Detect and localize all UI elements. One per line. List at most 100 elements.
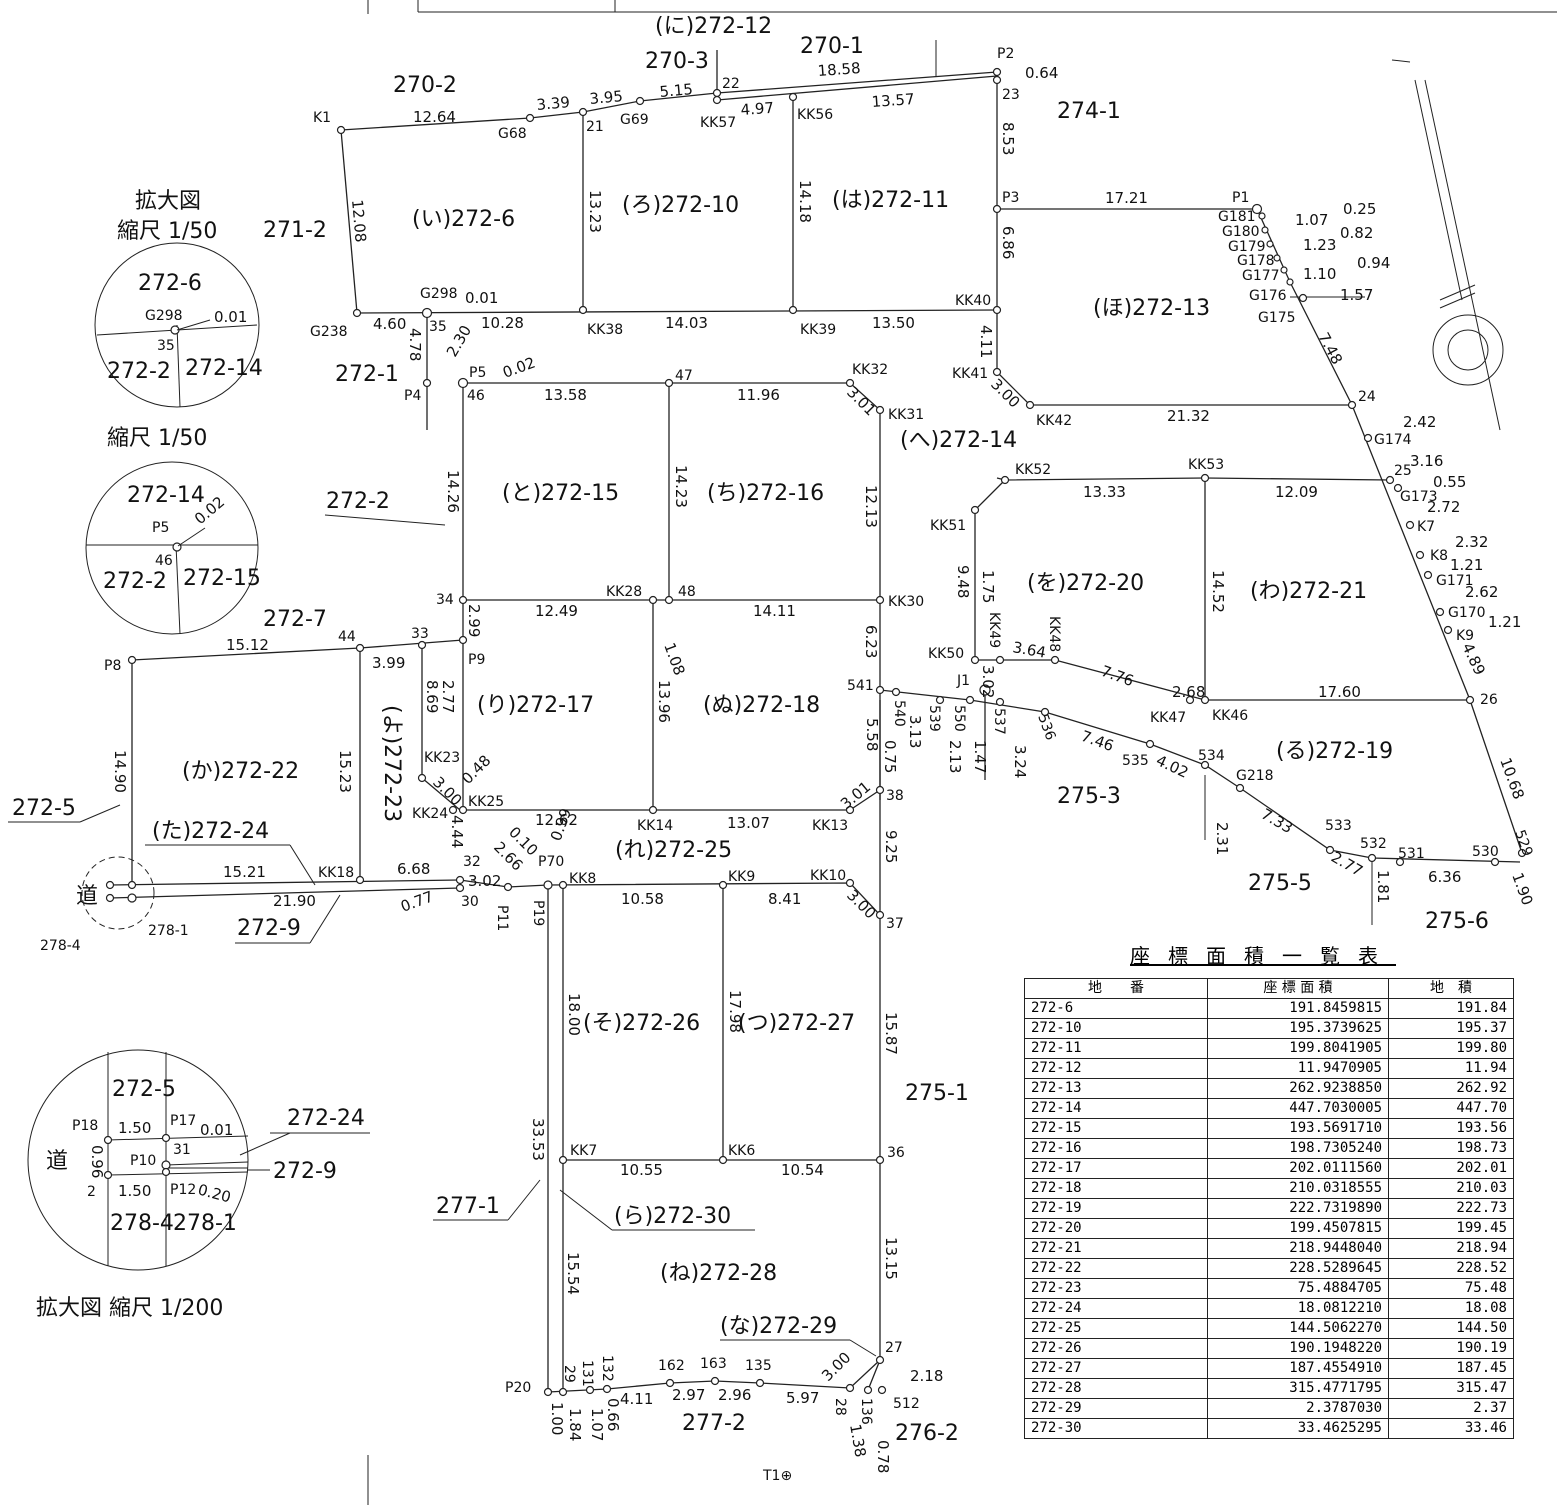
table-cell: 190.1948220: [1207, 1338, 1389, 1359]
point-label: 33: [411, 626, 429, 642]
point-label: KK48: [1046, 616, 1062, 652]
dim-label: 15.54: [564, 1252, 582, 1295]
table-cell: 272-21: [1024, 1238, 1208, 1259]
point-label: G178: [1237, 253, 1275, 269]
dim-label: 8.53: [999, 122, 1017, 155]
table-cell: 199.8041905: [1207, 1038, 1389, 1059]
neighbor-label: 275-3: [1057, 784, 1121, 809]
point-label: KK9: [728, 869, 755, 885]
point-label: KK28: [606, 584, 642, 600]
dim-label: 13.50: [872, 314, 915, 332]
table-cell: 191.84: [1388, 998, 1514, 1019]
table-cell: 199.80: [1388, 1038, 1514, 1059]
dim-label: 7.46: [1079, 727, 1117, 755]
point-label: G170: [1448, 605, 1486, 621]
parcel-label: (に)272-12: [655, 14, 772, 39]
point-label: 536: [1034, 712, 1058, 743]
point-label: P20: [505, 1380, 531, 1396]
point-label: KK8: [569, 871, 596, 887]
table-cell: 228.52: [1388, 1258, 1514, 1279]
dim-label: 13.96: [655, 680, 673, 723]
point-label: P2: [997, 46, 1014, 62]
inset-label: 272-6: [138, 271, 202, 296]
dim-label: 4.11: [977, 325, 995, 358]
point-label: P3: [1002, 190, 1019, 206]
neighbor-label: 278-1: [148, 923, 189, 939]
dim-label: 2.72: [1427, 498, 1460, 516]
dim-label: 14.90: [111, 750, 129, 793]
dim-label: 1.07: [1295, 211, 1328, 229]
dim-label: 3.99: [372, 654, 405, 672]
inset-label: P5: [152, 520, 169, 536]
dim-label: 0.77: [398, 887, 436, 915]
dim-label: 12.13: [862, 485, 880, 528]
point-label: 136: [858, 1398, 874, 1425]
inset-label: 272-9: [273, 1159, 337, 1184]
dim-label: 14.18: [796, 180, 814, 223]
dim-label: 10.54: [781, 1161, 824, 1179]
inset-detail-3: 272-5 P18 1.50 P17 0.01 31 0.96 P10 道 2 …: [27, 1049, 370, 1321]
dim-label: 13.33: [1083, 483, 1126, 501]
dim-label: 0.55: [1433, 473, 1466, 491]
neighbor-label: 272-9: [237, 916, 301, 941]
dim-label: 0.78: [874, 1440, 892, 1473]
point-label: KK30: [888, 594, 924, 610]
table-cell: 272-29: [1024, 1398, 1208, 1419]
table-cell: 198.73: [1388, 1138, 1514, 1159]
point-label: 162: [658, 1358, 685, 1374]
dim-label: 7.48: [1314, 329, 1346, 367]
dim-label: 4.11: [620, 1390, 653, 1408]
neighbor-label: 272-2: [326, 489, 390, 514]
table-cell: 272-17: [1024, 1158, 1208, 1179]
point-label: K1: [313, 110, 331, 126]
neighbor-label: 272-5: [12, 796, 76, 821]
dim-label: 1.38: [846, 1423, 870, 1459]
dim-label: 12.09: [1275, 483, 1318, 501]
point-label: 38: [886, 788, 904, 804]
point-label: G174: [1374, 432, 1412, 448]
table-cell: 202.0111560: [1207, 1158, 1389, 1179]
neighbor-label: 277-1: [436, 1194, 500, 1219]
point-label: P11: [494, 905, 510, 931]
parcel-label: (と)272-15: [502, 481, 619, 506]
dim-label: 3.01: [843, 383, 879, 419]
point-label: 26: [1480, 692, 1498, 708]
point-label: K7: [1417, 519, 1435, 535]
point-label: G180: [1222, 224, 1260, 240]
parcel-label: (は)272-11: [832, 188, 949, 213]
dim-label: 21.90: [273, 892, 316, 910]
point-label: 28: [832, 1398, 848, 1416]
dim-label: 12.62: [535, 811, 578, 829]
table-cell: 272-23: [1024, 1278, 1208, 1299]
point-label: J1: [956, 673, 970, 689]
dim-label: 14.11: [753, 602, 796, 620]
point-label: KK32: [852, 362, 888, 378]
dim-label: 3.64: [1011, 638, 1047, 662]
point-label: KK13: [812, 818, 848, 834]
point-label: G171: [1436, 573, 1474, 589]
dim-label: 3.24: [1011, 745, 1029, 778]
area-table-title: 座標面積一覧表: [1130, 944, 1396, 968]
neighbor-label: 274-1: [1057, 99, 1121, 124]
dim-label: 1.81: [1374, 870, 1392, 903]
point-label: KK41: [952, 366, 988, 382]
table-cell: 195.37: [1388, 1018, 1514, 1039]
dim-label: 17.60: [1318, 683, 1361, 701]
inset-label: 278-4: [110, 1211, 174, 1236]
point-label: P1: [1232, 190, 1249, 206]
dim-label: 4.44: [448, 815, 466, 848]
point-label: G238: [310, 324, 348, 340]
point-label: K9: [1456, 628, 1474, 644]
point-label: 48: [678, 584, 696, 600]
inset-label: P17: [170, 1113, 196, 1129]
point-label: KK57: [700, 115, 736, 131]
dim-label: 9.25: [882, 830, 900, 863]
inset-label: 272-2: [107, 359, 171, 384]
dim-label: 10.28: [481, 314, 524, 332]
